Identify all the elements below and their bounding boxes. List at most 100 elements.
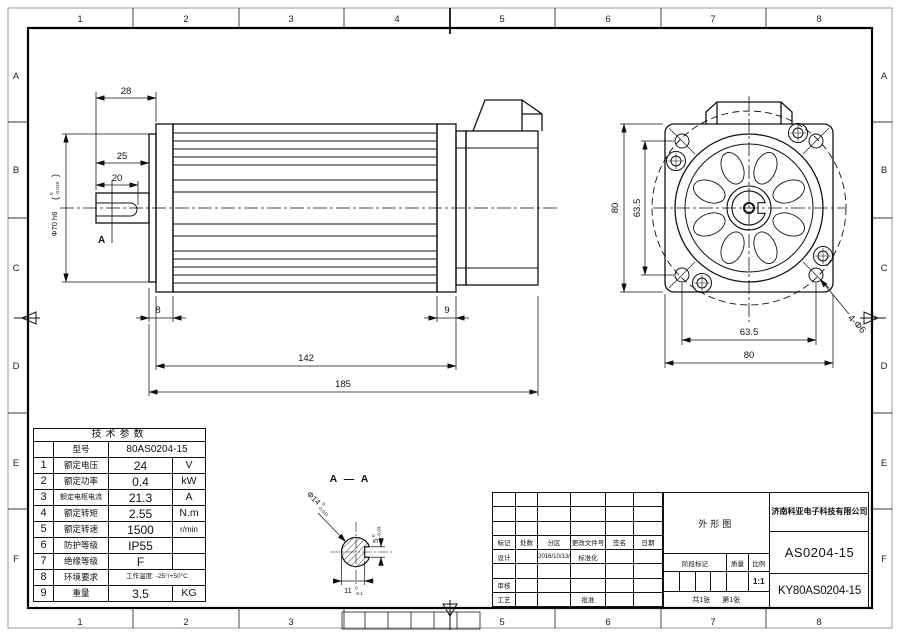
rev-cell	[516, 578, 538, 593]
zone-label: A	[13, 71, 20, 82]
svg-text:0: 0	[49, 192, 54, 195]
table-row: 4 额定转矩 2.55 N.m	[33, 505, 206, 522]
zone-label: 6	[605, 14, 610, 25]
zone-label: E	[13, 458, 19, 469]
approve-label: 批准	[571, 592, 606, 607]
zone-label: 6	[605, 617, 610, 628]
svg-text:0: 0	[371, 534, 376, 537]
param-unit: KG	[172, 585, 206, 602]
stage-box	[664, 572, 680, 592]
connector	[472, 99, 543, 132]
params-title: 技术参数	[33, 428, 206, 442]
revision-table: 标记 处数 分区 更改文件号 签名 日期 设计 2016/10/13/ 标准化 …	[493, 493, 663, 607]
param-value: 21.3	[108, 489, 173, 506]
drawing-title: 外形图	[664, 493, 769, 554]
param-name: 重量	[53, 585, 109, 602]
svg-text:Φ70 h6: Φ70 h6	[50, 212, 59, 237]
mass-label: 质量	[727, 554, 749, 572]
param-unit	[172, 537, 206, 554]
technical-parameters-table: 技术参数 型号 80AS0204-15 1 额定电压 24 V 2 额定功率 0…	[33, 428, 206, 602]
rev-cell	[606, 592, 634, 607]
title-block-middle: 外形图 阶段标记 质量 比例 1:1 共1张 第1张	[663, 493, 769, 607]
param-no: 8	[33, 569, 54, 586]
cooling-fins	[173, 132, 437, 284]
rev-cell	[571, 521, 606, 536]
shaft-keyway	[96, 202, 138, 217]
company-name: 济南科亚电子科技有限公司	[770, 493, 869, 532]
shaft-front	[731, 190, 766, 226]
stage-box	[711, 572, 727, 592]
svg-text:(: (	[50, 197, 60, 200]
rev-cell	[493, 521, 516, 536]
front-view-dimensions: 80 63.5 63.5 80 4-Φ6	[610, 123, 868, 368]
rev-cell	[516, 550, 538, 565]
param-no: 9	[33, 585, 54, 602]
sheets-total: 共1张	[692, 596, 711, 604]
rev-cell	[516, 564, 538, 579]
zone-label: 1	[77, 14, 82, 25]
param-name: 额定电枢电流	[53, 489, 109, 506]
connector-front	[705, 101, 793, 124]
zone-label: B	[13, 165, 19, 176]
dim-8: 8	[155, 305, 160, 316]
zone-label: 4	[394, 14, 399, 25]
zone-label: 8	[816, 14, 821, 25]
svg-text:0: 0	[355, 586, 358, 591]
rev-cell	[538, 493, 571, 508]
param-value: F	[108, 553, 173, 570]
bottom-strip	[341, 611, 481, 630]
body-hidden-circle	[651, 110, 847, 306]
rev-cell	[606, 550, 634, 565]
stage-box	[696, 572, 711, 592]
param-unit: kW	[172, 473, 206, 490]
design-label: 设计	[493, 550, 516, 565]
rev-cell	[606, 493, 634, 508]
svg-text:-0.03: -0.03	[377, 526, 382, 537]
dim-142: 142	[298, 353, 314, 364]
param-no: 7	[33, 553, 54, 570]
center-hole	[743, 202, 755, 214]
rev-cell	[634, 521, 663, 536]
section-a-a: A — A 5 0 -0.03 11 0 -0.1 Φ14	[305, 473, 392, 596]
rev-cell	[571, 564, 606, 579]
zone-label: 2	[183, 14, 188, 25]
dim-185: 185	[335, 379, 351, 390]
svg-text:-0.019: -0.019	[55, 182, 60, 195]
sheet-frame: 1 2 3 4 5 6 7 8 1 2 3 5 6 7 8 A B C D E …	[7, 7, 893, 630]
rev-header-filechange: 更改文件号	[571, 535, 606, 550]
shaft-section	[340, 536, 371, 568]
zone-label: F	[881, 554, 887, 565]
zone-label: 7	[710, 617, 715, 628]
rev-cell	[606, 507, 634, 522]
param-name: 额定转速	[53, 521, 109, 538]
rear-housing	[465, 130, 539, 286]
flange-square	[664, 123, 834, 293]
model-number: AS0204-15	[770, 532, 869, 574]
svg-text:0: 0	[321, 501, 327, 507]
rev-cell	[538, 578, 571, 593]
rev-cell	[571, 578, 606, 593]
rev-cell	[493, 564, 516, 579]
zone-label: 5	[499, 617, 504, 628]
scale-label: 比例	[749, 554, 769, 572]
rev-cell	[571, 493, 606, 508]
param-name: 绝缘等级	[53, 553, 109, 570]
stage-mark-label: 阶段标记	[664, 554, 727, 572]
param-name: 型号	[53, 441, 109, 458]
zone-label: 5	[499, 14, 504, 25]
spoke-cutouts	[693, 152, 805, 264]
rev-cell	[634, 550, 663, 565]
rev-cell	[538, 507, 571, 522]
zone-label: 8	[816, 617, 821, 628]
craft-label: 工艺	[493, 592, 516, 607]
param-no: 6	[33, 537, 54, 554]
dim-9: 9	[444, 305, 449, 316]
rev-cell	[634, 507, 663, 522]
table-row: 6 防护等级 IP55	[33, 537, 206, 554]
boss-circle-inner	[684, 143, 814, 273]
section-mark-label: A	[98, 235, 105, 246]
param-value: 0.4	[108, 473, 173, 490]
rev-cell	[493, 507, 516, 522]
